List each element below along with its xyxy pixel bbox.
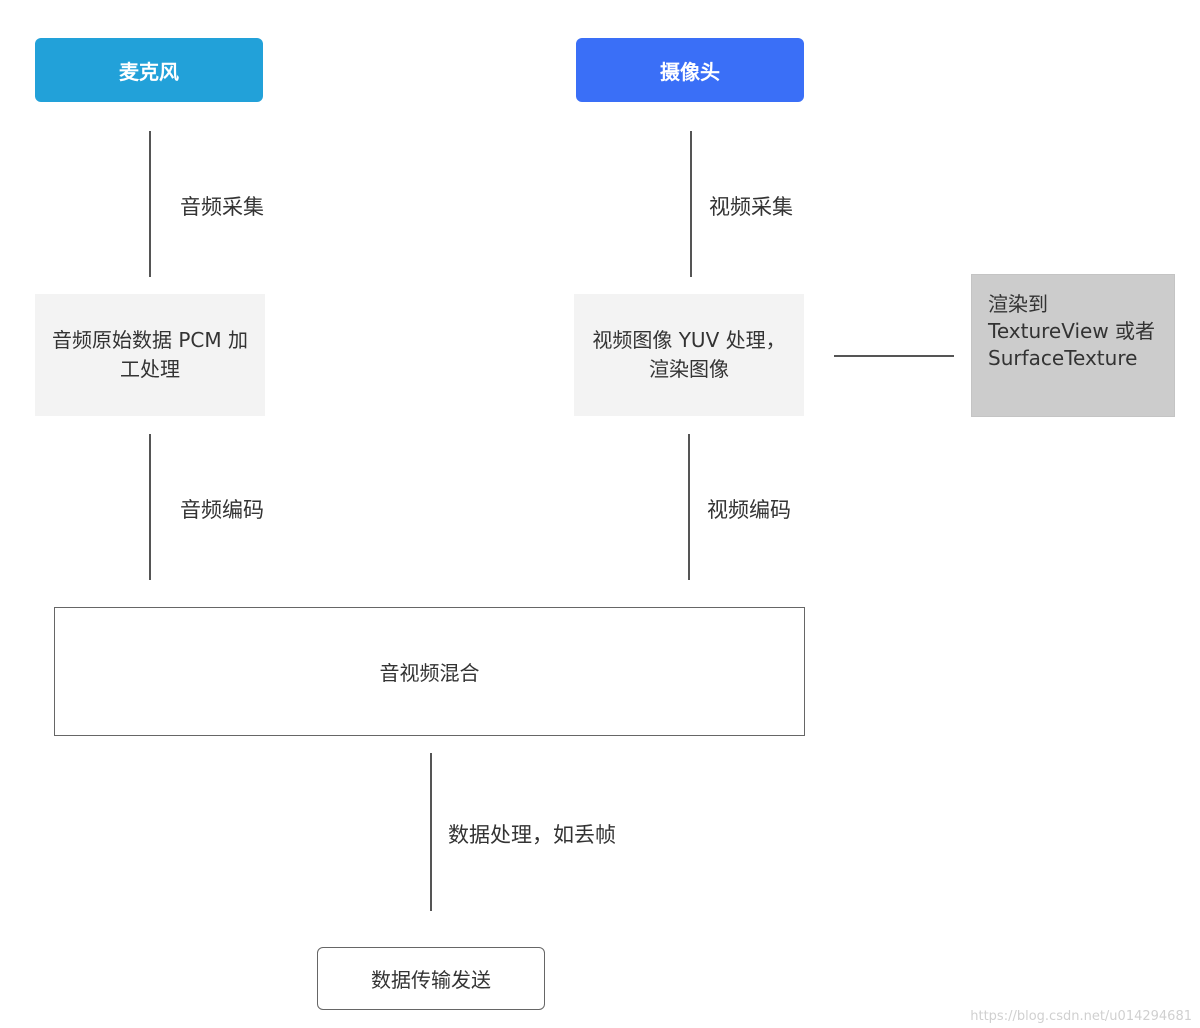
video-encode-line bbox=[688, 434, 690, 580]
video-capture-label: 视频采集 bbox=[709, 195, 793, 219]
data-process-label: 数据处理，如丢帧 bbox=[448, 823, 616, 847]
audio-encode-label: 音频编码 bbox=[180, 498, 264, 522]
render-connector-line bbox=[834, 355, 954, 357]
render-target-label: 渲染到 TextureView 或者 SurfaceTexture bbox=[988, 292, 1156, 370]
video-encode-label: 视频编码 bbox=[707, 498, 791, 522]
transmit-node: 数据传输发送 bbox=[317, 947, 545, 1010]
camera-label: 摄像头 bbox=[660, 59, 720, 84]
audio-encode-line bbox=[149, 434, 151, 580]
video-capture-line bbox=[690, 131, 692, 277]
audio-process-node: 音频原始数据 PCM 加 工处理 bbox=[35, 294, 265, 416]
video-process-label: 视频图像 YUV 处理， 渲染图像 bbox=[592, 328, 786, 381]
av-mix-node: 音视频混合 bbox=[54, 607, 805, 736]
transmit-label: 数据传输发送 bbox=[371, 968, 491, 992]
camera-node: 摄像头 bbox=[576, 38, 804, 102]
video-process-node: 视频图像 YUV 处理， 渲染图像 bbox=[574, 294, 804, 416]
data-process-line bbox=[430, 753, 432, 911]
microphone-node: 麦克风 bbox=[35, 38, 263, 102]
audio-capture-line bbox=[149, 131, 151, 277]
watermark: https://blog.csdn.net/u014294681 bbox=[970, 1009, 1192, 1024]
av-mix-label: 音视频混合 bbox=[379, 661, 480, 685]
audio-process-label: 音频原始数据 PCM 加 工处理 bbox=[52, 328, 248, 381]
render-target-node: 渲染到 TextureView 或者 SurfaceTexture bbox=[971, 274, 1175, 417]
microphone-label: 麦克风 bbox=[119, 59, 179, 84]
audio-capture-label: 音频采集 bbox=[180, 195, 264, 219]
